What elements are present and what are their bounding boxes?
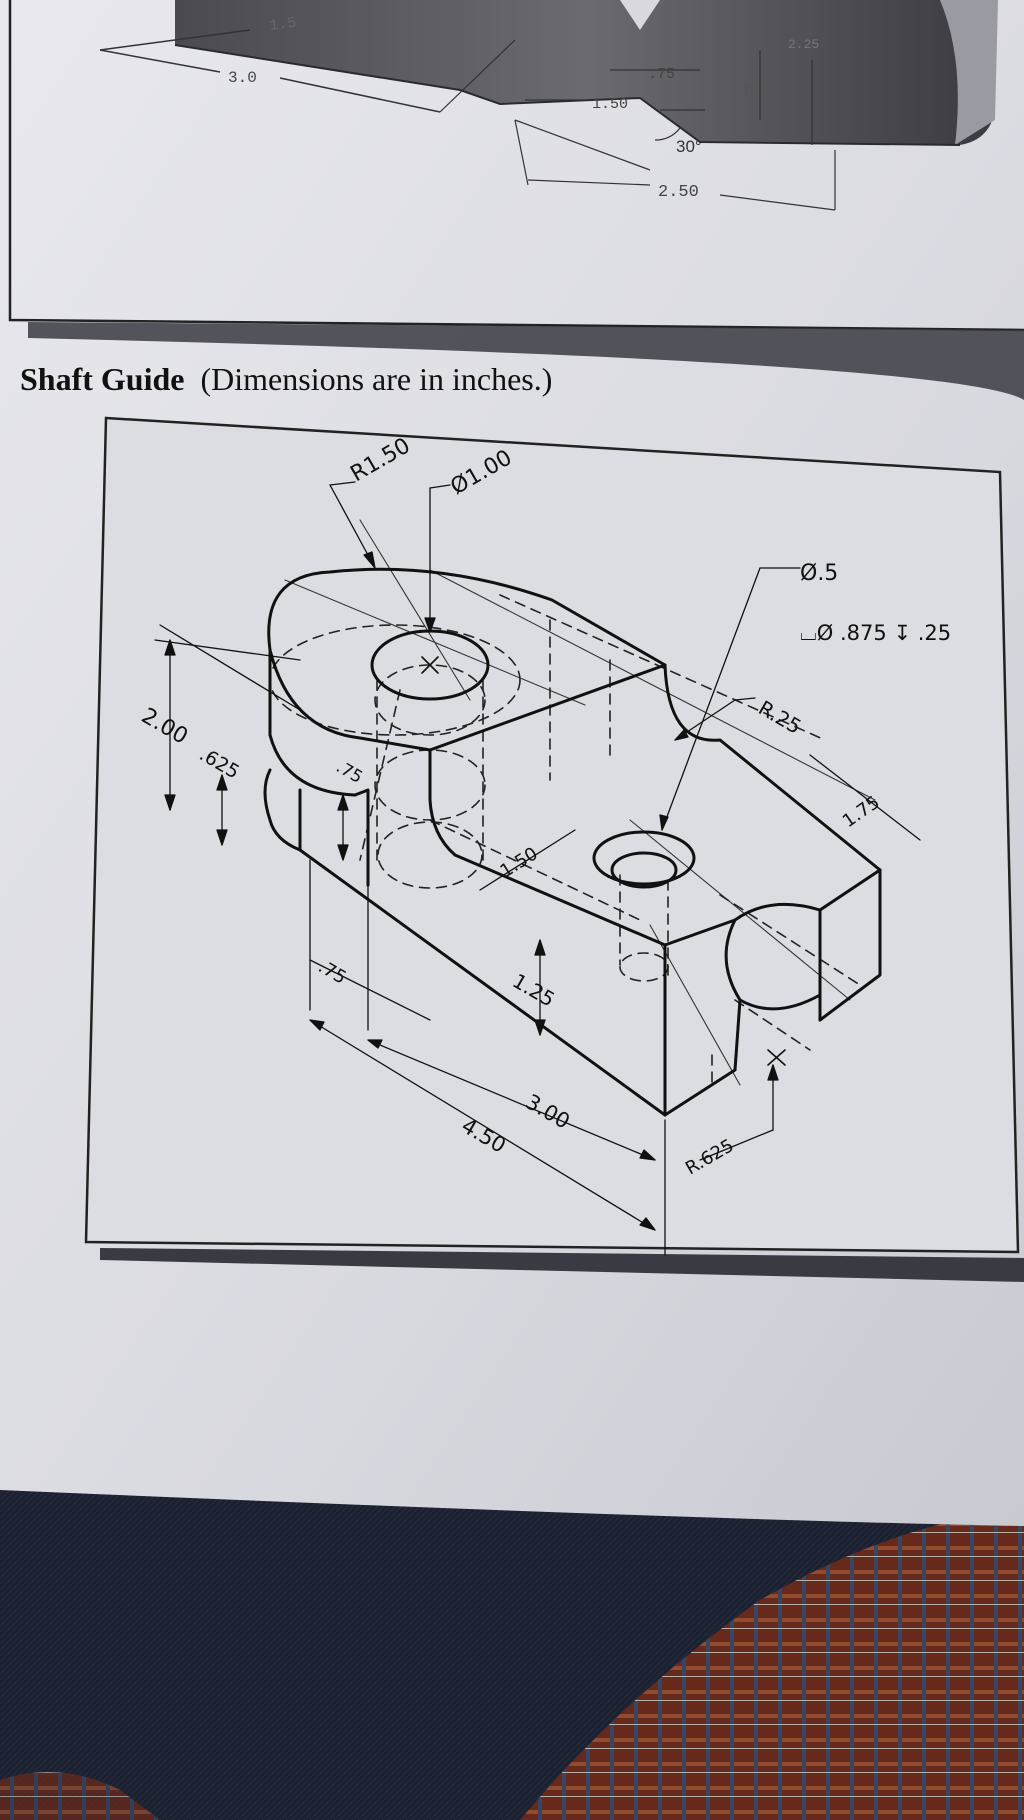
- dim-075-top: .75: [648, 66, 675, 83]
- drawing-frame: [84, 416, 1020, 1254]
- dim-075-right: .75: [734, 84, 759, 100]
- dim-1-5: 1.5: [268, 14, 297, 35]
- dim-150-top: 1.50: [592, 96, 628, 113]
- frame-shadow: [100, 1248, 1024, 1282]
- section-title-bold: Shaft Guide: [20, 361, 184, 397]
- top-figure: [8, 0, 1024, 400]
- dim-225-top: 2.25: [788, 37, 819, 52]
- section-title: Shaft Guide (Dimensions are in inches.): [20, 361, 552, 397]
- shaft-guide-drawing: [154, 481, 921, 1256]
- plaid-fabric: [520, 1510, 1024, 1820]
- plaid-fabric-left: [0, 1772, 160, 1820]
- label-counterbore: ⌴Ø .875 ↧ .25: [800, 621, 951, 645]
- section-title-rest: (Dimensions are in inches.): [200, 361, 552, 397]
- label-dia05: Ø.5: [800, 561, 838, 586]
- dim-30deg: 30°: [676, 137, 702, 156]
- dim-250-top: 2.50: [658, 183, 699, 202]
- dim-3-0: 3.0: [228, 69, 257, 87]
